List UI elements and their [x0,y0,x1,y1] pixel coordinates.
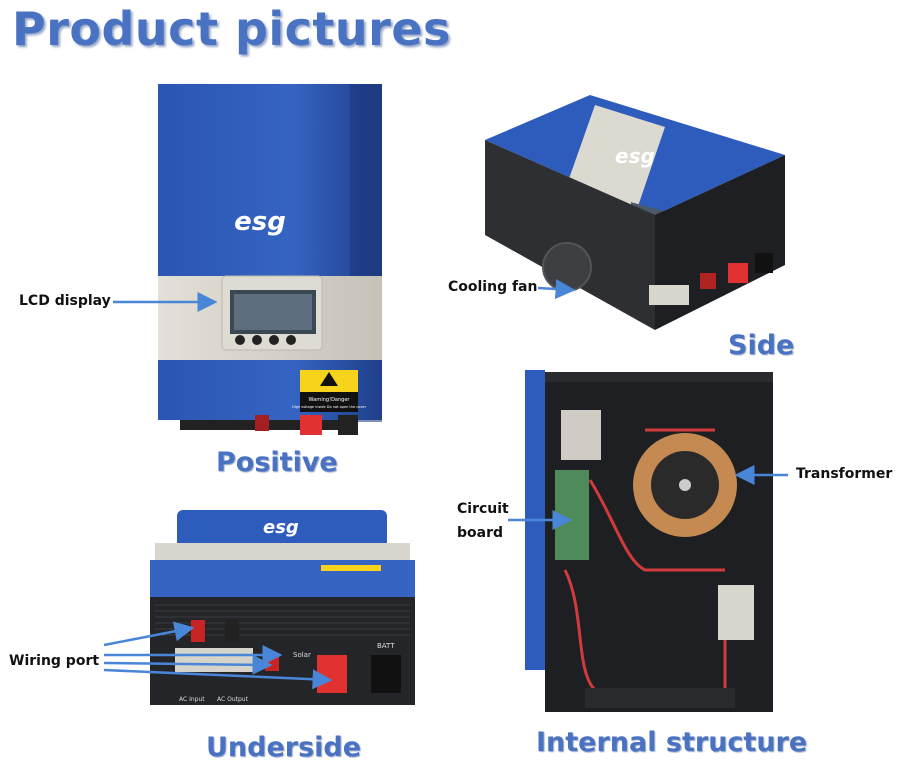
callout-wiring-port: Wiring port [9,653,100,669]
front-view-photo: Warning!Danger High voltage inside Do no… [158,84,382,435]
front-warning-text: High voltage inside Do not open the cove… [292,405,367,409]
underside-view-photo: Solar BATT AC Input AC Output esg [150,510,415,705]
underside-ac-input-label: AC Input [179,696,205,703]
callout-board: board [457,525,504,541]
callout-cooling-fan: Cooling fan [448,279,538,295]
internal-view-photo [525,370,773,712]
page-title: Product pictures [12,2,451,56]
side-logo: esg [615,144,655,168]
underside-batt-label: BATT [377,642,395,650]
callout-circuit: Circuit [457,501,509,517]
callout-lcd-display: LCD display [19,293,111,309]
underside-solar-label: Solar [293,651,311,659]
front-warning-title: Warning!Danger [309,397,351,403]
caption-underside: Underside [206,732,362,763]
underside-logo: esg [263,517,299,538]
underside-ac-output-label: AC Output [217,696,249,703]
callout-transformer: Transformer [796,466,893,482]
caption-side: Side [728,330,795,361]
front-logo: esg [234,207,286,237]
side-view-photo: esg [485,95,785,330]
caption-internal-structure: Internal structure [536,727,808,758]
caption-positive: Positive [216,447,338,478]
